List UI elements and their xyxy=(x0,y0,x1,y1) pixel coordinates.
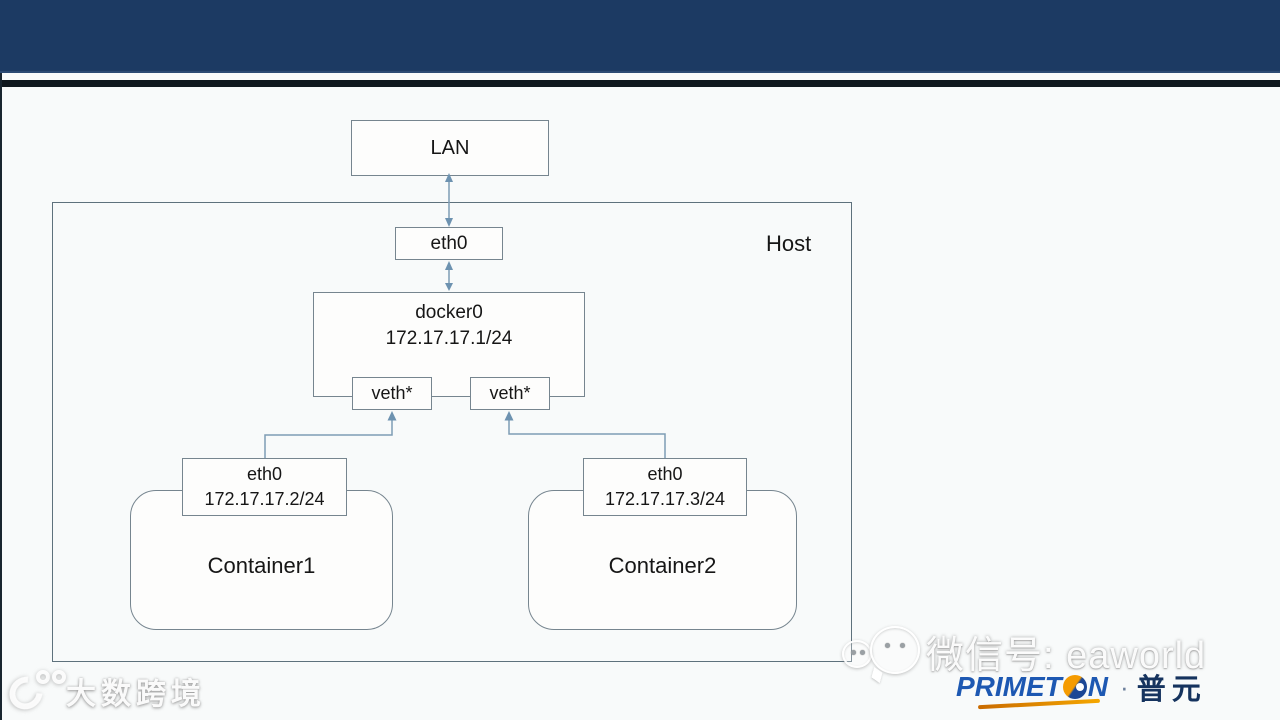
divider-bar xyxy=(0,80,1280,87)
veth-left-node: veth* xyxy=(352,377,432,410)
container2-eth0-label: eth0 xyxy=(647,464,683,484)
wechat-id-text: 微信号: eaworld xyxy=(926,634,1207,677)
primeton-latin-2: N xyxy=(1087,671,1109,702)
primeton-chinese-name: 普元 xyxy=(1136,674,1207,706)
container1-label: Container1 xyxy=(207,553,316,578)
lan-label: LAN xyxy=(430,136,470,159)
primeton-ball-icon xyxy=(1062,675,1087,699)
wechat-icon xyxy=(842,622,926,684)
left-edge-line xyxy=(0,73,2,720)
primeton-latin-1: PRIMET xyxy=(956,671,1062,702)
docker0-label: docker0 xyxy=(415,302,483,323)
title-header-bar xyxy=(0,0,1280,73)
primeton-logo: PRIMET N · 普元 xyxy=(956,666,1207,710)
veth-left-label: veth* xyxy=(371,383,413,403)
container1-eth0-ip: 172.17.17.2/24 xyxy=(204,489,325,509)
primeton-separator: · xyxy=(1120,671,1129,702)
container2-label: Container2 xyxy=(608,553,717,578)
dashu-logo-icon xyxy=(2,668,66,717)
wechat-watermark: 微信号: eaworld xyxy=(842,622,1207,684)
host-boundary xyxy=(52,202,852,662)
bottom-left-watermark: 大数跨境 xyxy=(2,668,206,717)
host-eth0-node: eth0 xyxy=(395,227,503,260)
container2-eth0-node: eth0 172.17.17.3/24 xyxy=(583,458,747,516)
host-eth0-label: eth0 xyxy=(430,232,468,254)
container2-eth0-ip: 172.17.17.3/24 xyxy=(604,489,726,509)
veth-right-node: veth* xyxy=(470,377,550,410)
container1-eth0-label: eth0 xyxy=(246,464,283,484)
lan-node: LAN xyxy=(351,120,549,176)
container1-eth0-node: eth0 172.17.17.2/24 xyxy=(182,458,347,516)
dashu-watermark-text: 大数跨境 xyxy=(66,678,206,711)
host-label: Host xyxy=(766,231,812,256)
docker0-ip: 172.17.17.1/24 xyxy=(385,328,513,349)
veth-right-label: veth* xyxy=(489,383,531,403)
